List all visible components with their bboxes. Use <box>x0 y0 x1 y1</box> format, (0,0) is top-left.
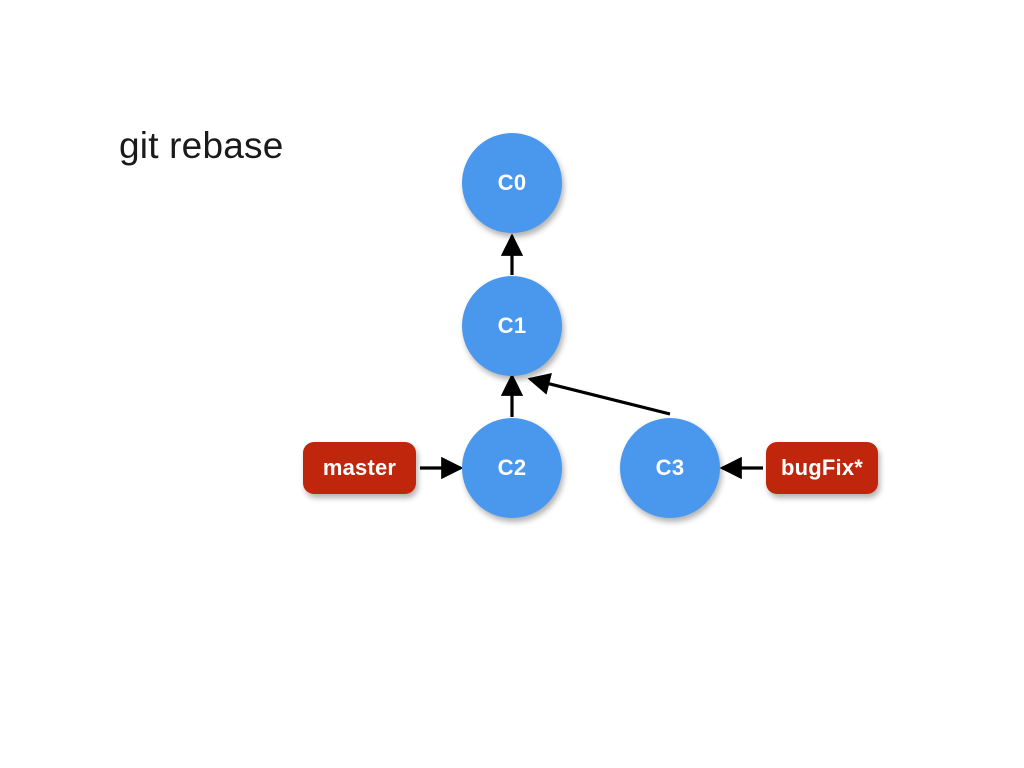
commit-node-c0[interactable]: C0 <box>462 133 562 233</box>
branch-label-master-text: master <box>322 455 397 480</box>
commit-node-c3[interactable]: C3 <box>620 418 720 518</box>
commit-node-c2[interactable]: C2 <box>462 418 562 518</box>
edge-c3-to-c1 <box>527 372 671 416</box>
commit-label-c2: C2 <box>497 455 527 480</box>
commit-label-c0: C0 <box>497 170 527 195</box>
commit-node-c1[interactable]: C1 <box>462 276 562 376</box>
branch-label-bugfix-text: bugFix* <box>780 455 864 480</box>
commit-label-c1: C1 <box>497 313 527 338</box>
commit-label-c3: C3 <box>655 455 685 480</box>
branch-label-bugfix[interactable]: bugFix* <box>766 442 878 494</box>
page-title: git rebase <box>119 125 284 166</box>
branch-label-master[interactable]: master <box>303 442 416 494</box>
